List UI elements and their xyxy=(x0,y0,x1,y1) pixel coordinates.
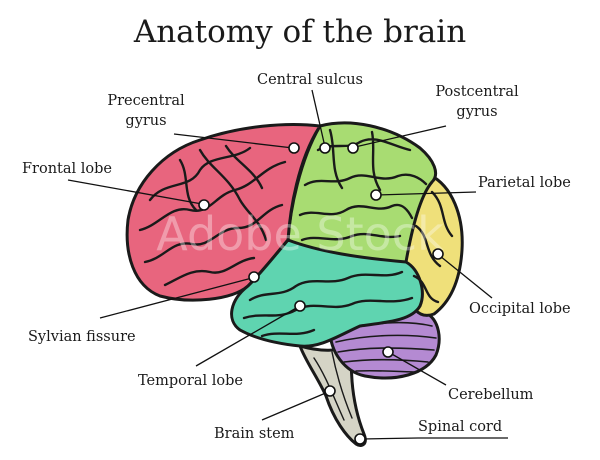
leader-brain-stem xyxy=(262,392,328,420)
label-parietal-lobe: Parietal lobe xyxy=(478,175,571,191)
watermark: Adobe Stock xyxy=(156,207,444,261)
marker-brain-stem xyxy=(325,386,335,396)
label-central-sulcus: Central sulcus xyxy=(257,72,363,88)
label-cerebellum: Cerebellum xyxy=(448,387,534,403)
marker-central-sulcus xyxy=(320,143,330,153)
label-precentral-line1: Precentral xyxy=(107,93,185,109)
marker-spinal-cord xyxy=(355,434,365,444)
marker-cerebellum xyxy=(383,347,393,357)
diagram-title: Anatomy of the brain xyxy=(133,14,466,50)
label-spinal-cord: Spinal cord xyxy=(418,419,502,435)
label-postcentral-line2: gyrus xyxy=(456,104,497,120)
label-temporal-lobe: Temporal lobe xyxy=(138,373,243,389)
marker-temporal-lobe xyxy=(295,301,305,311)
label-precentral-line2: gyrus xyxy=(125,113,166,129)
label-occipital-lobe: Occipital lobe xyxy=(469,301,571,317)
label-postcentral-line1: Postcentral xyxy=(435,84,519,100)
marker-sylvian-fissure xyxy=(249,272,259,282)
leader-spinal-cord xyxy=(362,438,508,439)
label-brain-stem: Brain stem xyxy=(214,426,295,442)
marker-precentral-gyrus xyxy=(289,143,299,153)
marker-postcentral-gyrus xyxy=(348,143,358,153)
marker-frontal-lobe xyxy=(199,200,209,210)
marker-occipital-lobe xyxy=(433,249,443,259)
label-sylvian-fissure: Sylvian fissure xyxy=(28,329,136,345)
brain-illustration xyxy=(127,123,462,446)
marker-parietal-lobe xyxy=(371,190,381,200)
label-frontal-lobe: Frontal lobe xyxy=(22,161,112,177)
